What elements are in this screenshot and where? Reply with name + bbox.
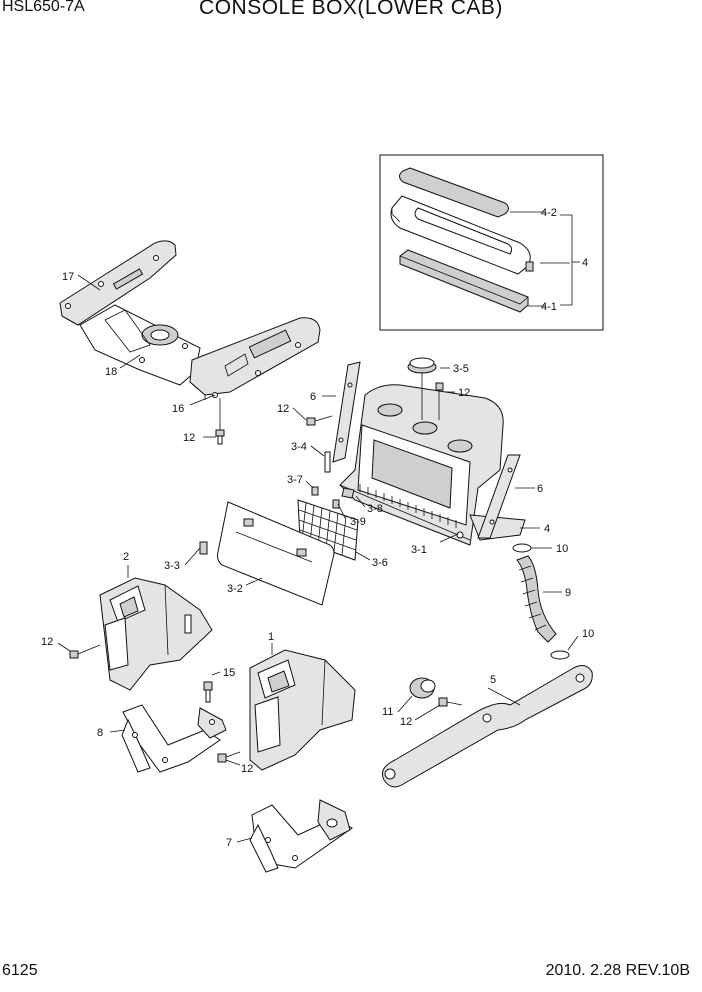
callout-10: 10 xyxy=(582,628,594,640)
callout-12: 12 xyxy=(458,387,470,399)
bolt-12-e xyxy=(438,697,463,707)
model-code: HSL650-7A xyxy=(2,0,85,15)
callout-2: 2 xyxy=(123,551,129,563)
part-4-2-top-pad xyxy=(399,167,509,218)
part-5-support-arm xyxy=(381,665,593,788)
part-6-side-plate-right xyxy=(477,454,521,539)
callout-5: 5 xyxy=(490,674,496,686)
bolt-12-c xyxy=(306,415,333,426)
callout-3-4: 3-4 xyxy=(291,441,307,453)
callout-12: 12 xyxy=(41,636,53,648)
part-9-hose xyxy=(516,555,557,643)
callout-7: 7 xyxy=(226,837,232,849)
callout-12: 12 xyxy=(183,432,195,444)
part-3-3-clip xyxy=(199,541,208,555)
part-10-clamp-upper xyxy=(512,543,532,553)
part-7-bracket xyxy=(249,799,353,873)
callout-17: 17 xyxy=(62,271,74,283)
callout-9: 9 xyxy=(565,587,571,599)
leader-lines xyxy=(57,367,579,843)
callout-3-8: 3-8 xyxy=(367,503,383,515)
callout-3-2: 3-2 xyxy=(227,583,243,595)
callout-12: 12 xyxy=(241,763,253,775)
bolt-15 xyxy=(203,681,213,703)
callout-6: 6 xyxy=(310,391,316,403)
part-3-7-screw xyxy=(311,486,319,496)
page-title: CONSOLE BOX(LOWER CAB) xyxy=(199,0,503,19)
part-2-air-duct xyxy=(99,577,213,691)
vent-slots xyxy=(359,484,457,528)
callout-11: 11 xyxy=(382,706,393,718)
callout-3-3: 3-3 xyxy=(164,560,180,572)
callout-4-1: 4-1 xyxy=(541,301,557,313)
callout-3-9: 3-9 xyxy=(350,516,366,528)
part-10-clamp-lower xyxy=(550,650,570,660)
callout-18: 18 xyxy=(105,366,117,378)
part-3-2-cover-panel xyxy=(217,501,335,606)
callout-8: 8 xyxy=(97,727,103,739)
part-4-1-bottom-pad xyxy=(399,249,529,313)
part-6-side-plate-left xyxy=(332,361,361,463)
callout-4: 4 xyxy=(544,523,550,535)
bolt-12-b xyxy=(435,382,444,420)
part-17-cover-strip xyxy=(59,240,177,326)
part-3-9-screw xyxy=(332,499,340,509)
part-4-armrest-frame xyxy=(390,195,534,275)
callout-16: 16 xyxy=(172,403,184,415)
callout-10: 10 xyxy=(556,543,568,555)
part-8-bracket xyxy=(121,704,227,773)
callout-3-1: 3-1 xyxy=(411,544,427,556)
detail-inset-box xyxy=(379,154,604,331)
bolt-12-a xyxy=(215,398,225,445)
part-3-1-console-body xyxy=(339,384,526,546)
part-16-cover-panel xyxy=(189,317,321,400)
revision-date: 2010. 2.28 REV.10B xyxy=(545,962,690,979)
part-3-8-clip xyxy=(341,487,355,499)
callout-12: 12 xyxy=(400,716,412,728)
part-1-air-duct xyxy=(249,649,356,771)
bolt-12-d xyxy=(69,644,101,659)
callout-3-5: 3-5 xyxy=(453,363,469,375)
callout-4: 4 xyxy=(582,257,588,269)
callout-3-6: 3-6 xyxy=(372,557,388,569)
callout-4-2: 4-2 xyxy=(541,207,557,219)
page-number: 6125 xyxy=(2,962,38,979)
callout-6: 6 xyxy=(537,483,543,495)
part-18-cover-panel xyxy=(79,304,201,386)
callout-15: 15 xyxy=(223,667,235,679)
callout-3-7: 3-7 xyxy=(287,474,303,486)
bolt-12-f xyxy=(217,751,241,763)
part-3-4-pin xyxy=(324,451,331,473)
part-3-6-filter xyxy=(297,499,359,561)
callout-1: 1 xyxy=(268,631,274,643)
part-3-5-grommet xyxy=(407,357,437,420)
callout-12: 12 xyxy=(277,403,289,415)
part-11-cap xyxy=(409,677,436,699)
